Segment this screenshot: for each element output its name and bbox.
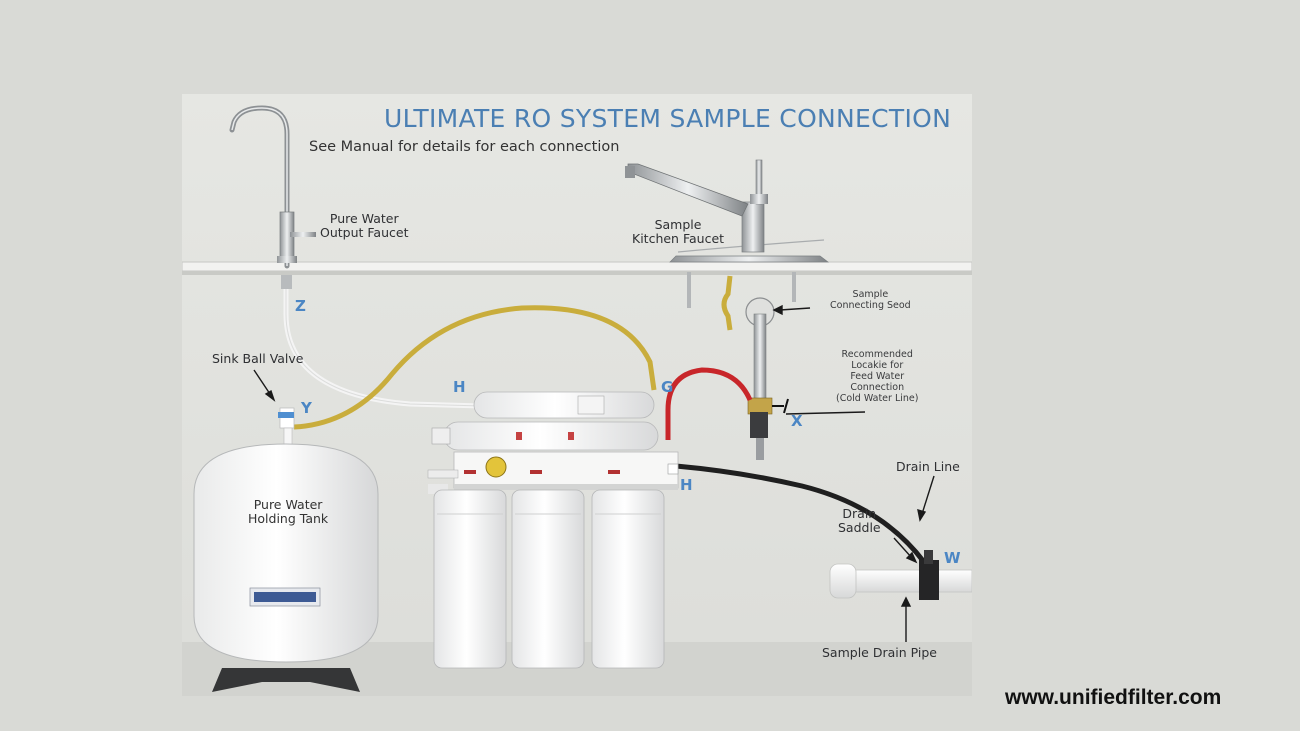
- ro-filter-unit: [427, 391, 679, 669]
- kitchen-faucet-label: Sample Kitchen Faucet: [632, 217, 725, 247]
- connection-x: X: [791, 412, 803, 430]
- yellow-tube: [293, 305, 657, 430]
- connection-h-bottom: H: [680, 476, 693, 494]
- diagram-subtitle: See Manual for details for each connecti…: [309, 139, 620, 155]
- ro-system-diagram: ULTIMATE RO SYSTEM SAMPLE CONNECTION See…: [182, 94, 972, 696]
- connection-h-top: H: [453, 378, 466, 396]
- kitchen-faucet: [625, 159, 830, 308]
- diagram-artwork: [182, 94, 972, 696]
- holding-tank-label: Pure Water Holding Tank: [248, 497, 329, 527]
- drain-saddle-label: Drain Saddle: [838, 506, 881, 536]
- countertop: [182, 261, 972, 272]
- countertop-shadow: [182, 271, 972, 275]
- cold-water-line: [721, 275, 789, 460]
- drain-pipe: [829, 550, 972, 600]
- sink-ball-valve-label: Sink Ball Valve: [212, 351, 304, 366]
- website-url: www.unifiedfilter.com: [1005, 686, 1222, 709]
- connection-g: G: [661, 378, 674, 396]
- connection-y: Y: [301, 399, 312, 417]
- pure-water-faucet: [229, 105, 316, 289]
- diagram-title: ULTIMATE RO SYSTEM SAMPLE CONNECTION: [384, 104, 952, 133]
- drain-pipe-label: Sample Drain Pipe: [822, 645, 937, 660]
- pointer-arrows: [253, 304, 935, 642]
- feed-water-location-label: Recommended Locakie for Feed Water Conne…: [836, 349, 919, 404]
- connecting-seed-label: Sample Connecting Seod: [830, 289, 911, 311]
- red-tube: [665, 367, 753, 440]
- pure-water-faucet-label: Pure Water Output Faucet: [320, 211, 409, 241]
- drain-line-label: Drain Line: [896, 459, 960, 474]
- black-tube: [675, 463, 926, 564]
- connection-z: Z: [295, 297, 306, 315]
- pure-water-holding-tank: [193, 407, 379, 692]
- connection-w: W: [944, 549, 961, 567]
